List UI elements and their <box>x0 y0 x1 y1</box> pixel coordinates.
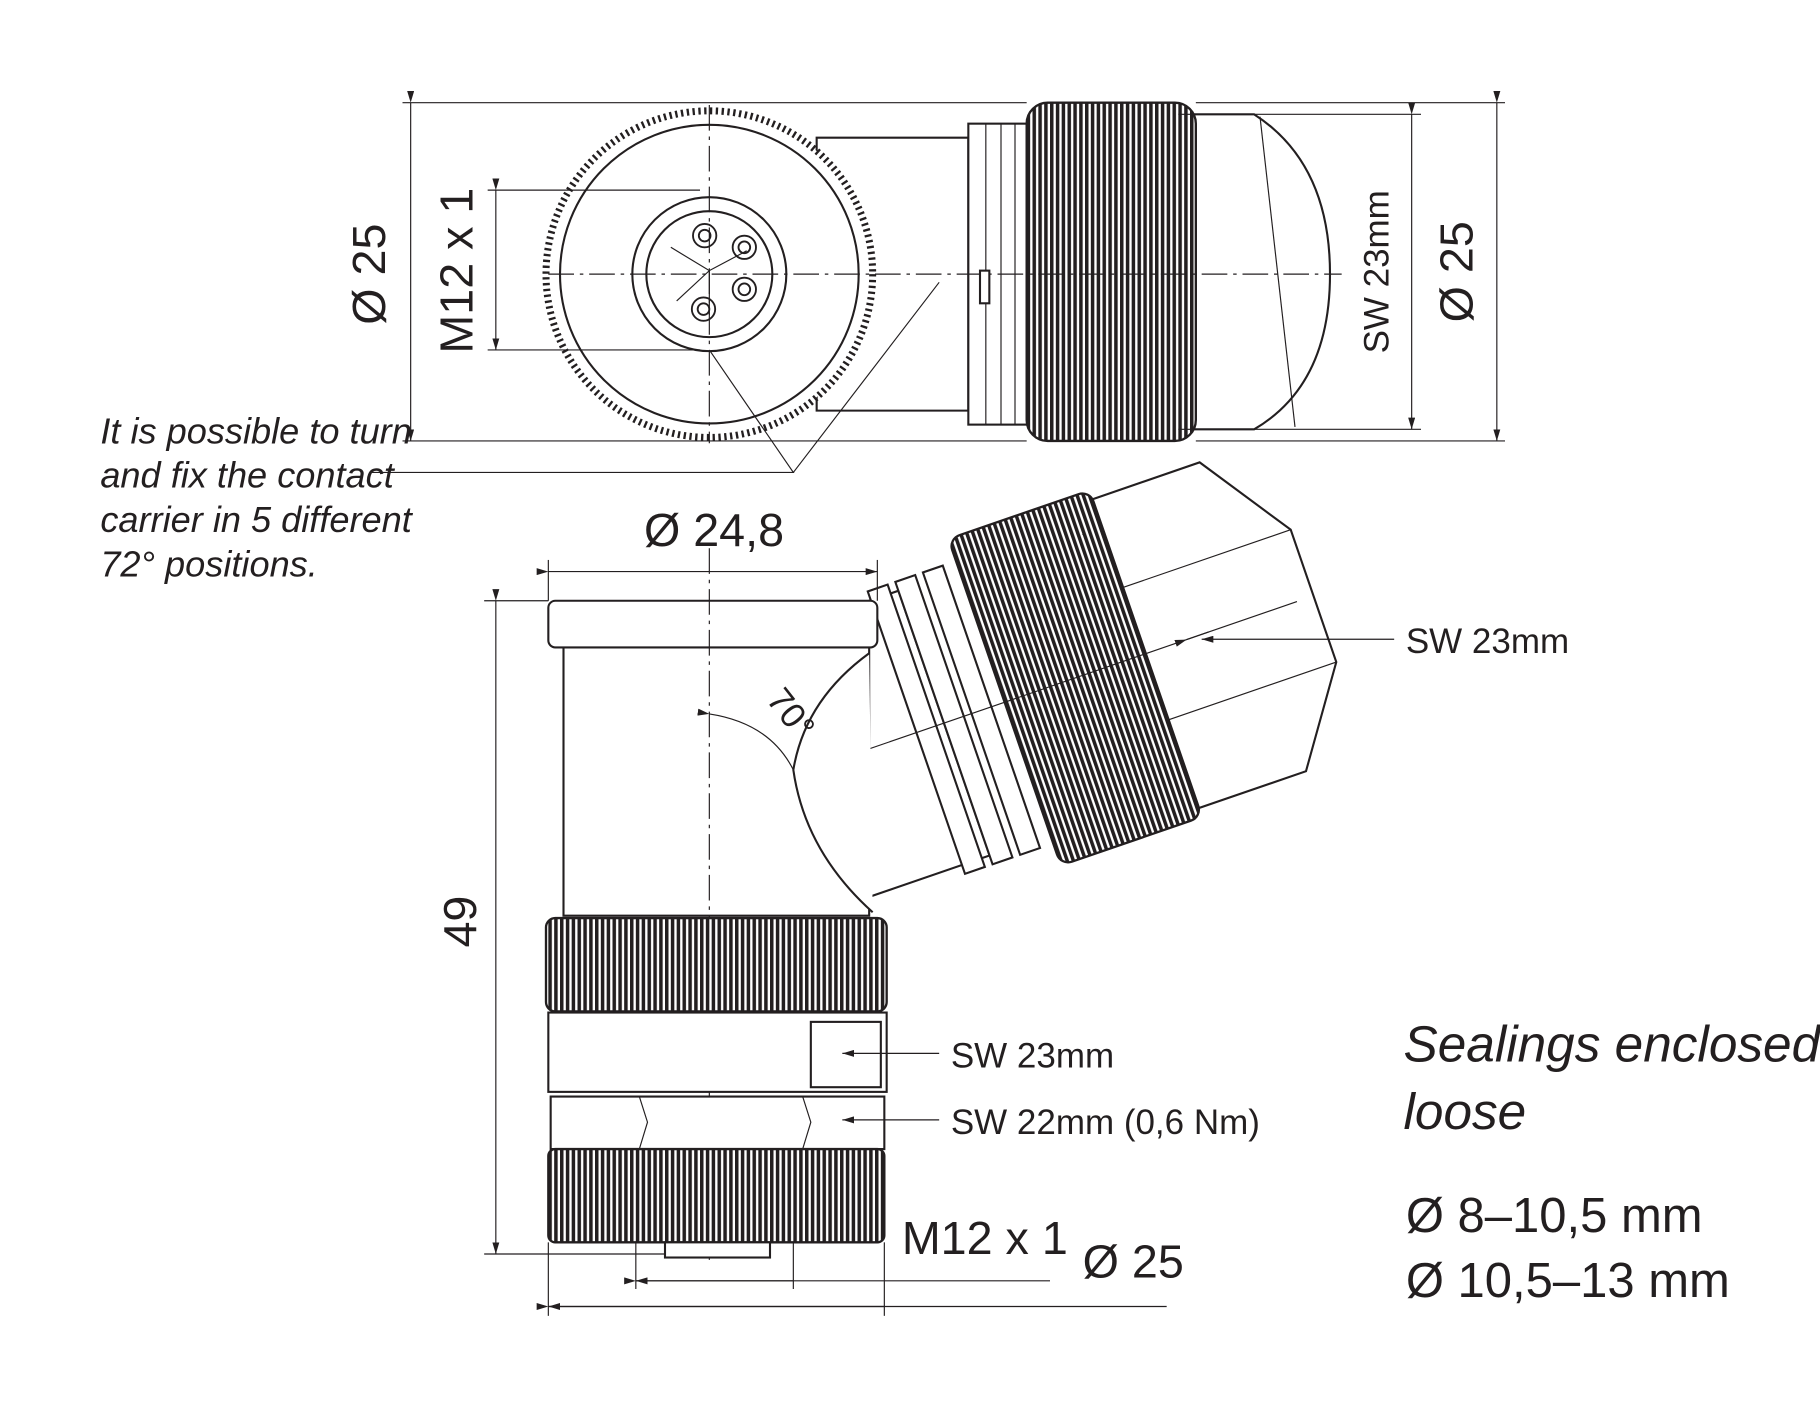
sealings-title: Sealings enclosed <box>1404 1016 1820 1073</box>
note-line: It is possible to turn <box>100 410 412 451</box>
top-dim-right-diameter: Ø 25 <box>1430 221 1482 322</box>
note-line: carrier in 5 different <box>100 499 413 540</box>
sealings-title-2: loose <box>1404 1083 1527 1140</box>
rotation-note: It is possible to turn and fix the conta… <box>100 281 940 584</box>
note-line: and fix the contact <box>100 455 395 496</box>
lower-knurled-nut <box>544 916 888 1013</box>
top-dim-wrench: SW 23mm <box>1357 190 1396 353</box>
side-view: 70° Ø 24,8 49 M12 x 1 Ø 25 SW 23mm SW 23… <box>434 461 1569 1316</box>
sealings-info: Sealings enclosed loose Ø 8–10,5 mm Ø 10… <box>1404 1016 1820 1309</box>
torque-wrench-label: SW 22mm (0,6 Nm) <box>951 1103 1260 1142</box>
bottom-thread-label: M12 x 1 <box>902 1212 1068 1264</box>
gland-wrench-label: SW 23mm <box>1406 622 1569 661</box>
sealing-size: Ø 10,5–13 mm <box>1406 1254 1730 1308</box>
top-view: Ø 25 M12 x 1 SW 23mm Ø 25 <box>343 90 1505 444</box>
bottom-knurl <box>547 1147 886 1244</box>
top-dim-thread: M12 x 1 <box>430 188 482 354</box>
flange-diameter-label: Ø 24,8 <box>644 504 784 556</box>
contact-pins <box>690 223 757 322</box>
knurled-nut <box>1025 101 1197 443</box>
top-dim-left-diameter: Ø 25 <box>343 224 395 325</box>
lower-wrench-label: SW 23mm <box>951 1036 1114 1075</box>
length-label: 49 <box>434 896 486 948</box>
sealing-size: Ø 8–10,5 mm <box>1406 1189 1703 1243</box>
note-line: 72° positions. <box>100 543 317 584</box>
bottom-diameter-label: Ø 25 <box>1083 1235 1184 1287</box>
